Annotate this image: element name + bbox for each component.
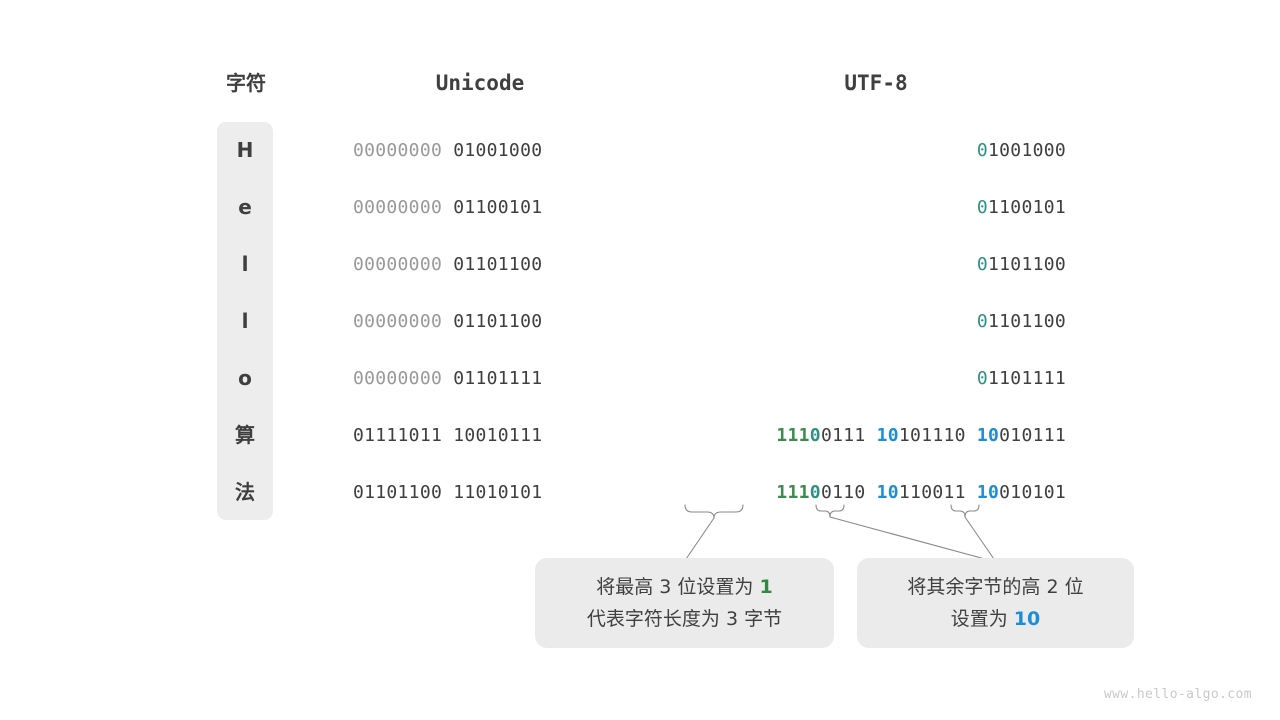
unicode-low-byte: 11010101: [453, 482, 543, 503]
row-character: 法: [235, 480, 255, 504]
utf8-byte1-payload: 0111: [820, 425, 866, 446]
unicode-low-byte: 01101100: [453, 311, 543, 332]
utf8-lead-bit: 0: [976, 140, 989, 161]
row-character: e: [238, 195, 252, 219]
table-row: H 00000000 01001000 01001000: [0, 122, 1280, 179]
header-unicode: Unicode: [435, 71, 525, 95]
row-character: 算: [235, 423, 255, 447]
table-row: l 00000000 01101100 01101100: [0, 293, 1280, 350]
row-unicode-bits: 01111011 10010111: [353, 407, 607, 464]
utf8-byte2-payload: 101110: [898, 425, 966, 446]
callout-2-highlight: 10: [1013, 608, 1041, 630]
row-character: l: [241, 252, 249, 276]
callout-length-prefix: 将最高 3 位设置为 1 代表字符长度为 3 字节: [535, 558, 834, 648]
row-unicode-bits: 01101100 11010101: [353, 464, 607, 521]
callout-continuation-prefix: 将其余字节的高 2 位 设置为 10: [857, 558, 1134, 648]
utf8-byte2-continuation-prefix: 10: [876, 425, 899, 446]
utf8-payload-bits: 1100101: [988, 197, 1066, 218]
row-utf8-bits: 11100111 10101110 10010111: [620, 407, 1066, 464]
utf8-byte2-payload: 110011: [898, 482, 966, 503]
utf8-lead-bit: 0: [976, 368, 989, 389]
callout-1-line-1: 将最高 3 位设置为 1: [596, 571, 772, 603]
utf8-byte3-continuation-prefix: 10: [976, 482, 1000, 503]
header-utf8: UTF-8: [844, 71, 908, 95]
row-utf8-bits: 01101100: [620, 236, 1066, 293]
utf8-byte1-separator-bit: 0: [809, 425, 821, 446]
row-character: H: [236, 138, 254, 162]
table-row: 算 01111011 10010111 11100111 10101110 10…: [0, 407, 1280, 464]
character-column-plate: [217, 122, 273, 520]
utf8-byte2-continuation-prefix: 10: [876, 482, 899, 503]
utf8-byte1-length-prefix: 111: [776, 482, 810, 503]
unicode-high-byte: 00000000: [353, 140, 443, 161]
unicode-high-byte: 00000000: [353, 368, 443, 389]
utf8-byte3-payload: 010101: [999, 482, 1066, 503]
utf8-payload-bits: 1001000: [988, 140, 1066, 161]
callout-1-highlight: 1: [759, 576, 773, 598]
utf8-payload-bits: 1101111: [988, 368, 1066, 389]
table-row: l 00000000 01101100 01101100: [0, 236, 1280, 293]
callout-1-line-2: 代表字符长度为 3 字节: [586, 608, 783, 630]
utf8-byte1-length-prefix: 111: [776, 425, 810, 446]
utf8-byte3-continuation-prefix: 10: [976, 425, 1000, 446]
row-unicode-bits: 00000000 01101100: [353, 236, 607, 293]
watermark: www.hello-algo.com: [1103, 687, 1252, 702]
unicode-high-byte: 01101100: [353, 482, 443, 503]
table-row: e 00000000 01100101 01100101: [0, 179, 1280, 236]
unicode-high-byte: 00000000: [353, 197, 443, 218]
table-header: 字符 Unicode UTF-8: [0, 66, 1280, 100]
header-char: 字符: [226, 71, 266, 95]
utf8-lead-bit: 0: [976, 197, 989, 218]
row-utf8-bits: 01100101: [620, 179, 1066, 236]
unicode-low-byte: 01100101: [453, 197, 543, 218]
utf8-lead-bit: 0: [976, 254, 989, 275]
callout-2-line-2-text: 设置为: [950, 608, 1014, 630]
row-utf8-bits: 01101100: [620, 293, 1066, 350]
callout-2-line-1: 将其余字节的高 2 位: [907, 576, 1084, 598]
row-unicode-bits: 00000000 01001000: [353, 122, 607, 179]
row-utf8-bits: 01001000: [620, 122, 1066, 179]
unicode-low-byte: 01101111: [453, 368, 543, 389]
table-row: o 00000000 01101111 01101111: [0, 350, 1280, 407]
table-row: 法 01101100 11010101 11100110 10110011 10…: [0, 464, 1280, 521]
callout-2-line-2: 设置为 10: [951, 603, 1041, 635]
callout-1-line-1-text: 将最高 3 位设置为: [596, 576, 760, 598]
unicode-low-byte: 01001000: [453, 140, 543, 161]
unicode-high-byte: 00000000: [353, 311, 443, 332]
row-character: l: [241, 309, 249, 333]
utf8-lead-bit: 0: [976, 311, 989, 332]
row-character: o: [238, 366, 252, 390]
utf8-byte3-payload: 010111: [999, 425, 1066, 446]
utf8-byte1-separator-bit: 0: [809, 482, 821, 503]
unicode-high-byte: 01111011: [353, 425, 443, 446]
utf8-payload-bits: 1101100: [988, 311, 1066, 332]
utf8-byte1-payload: 0110: [820, 482, 866, 503]
row-unicode-bits: 00000000 01101100: [353, 293, 607, 350]
unicode-high-byte: 00000000: [353, 254, 443, 275]
unicode-low-byte: 01101100: [453, 254, 543, 275]
row-utf8-bits: 11100110 10110011 10010101: [620, 464, 1066, 521]
row-unicode-bits: 00000000 01100101: [353, 179, 607, 236]
unicode-low-byte: 10010111: [453, 425, 543, 446]
row-utf8-bits: 01101111: [620, 350, 1066, 407]
row-unicode-bits: 00000000 01101111: [353, 350, 607, 407]
utf8-payload-bits: 1101100: [988, 254, 1066, 275]
